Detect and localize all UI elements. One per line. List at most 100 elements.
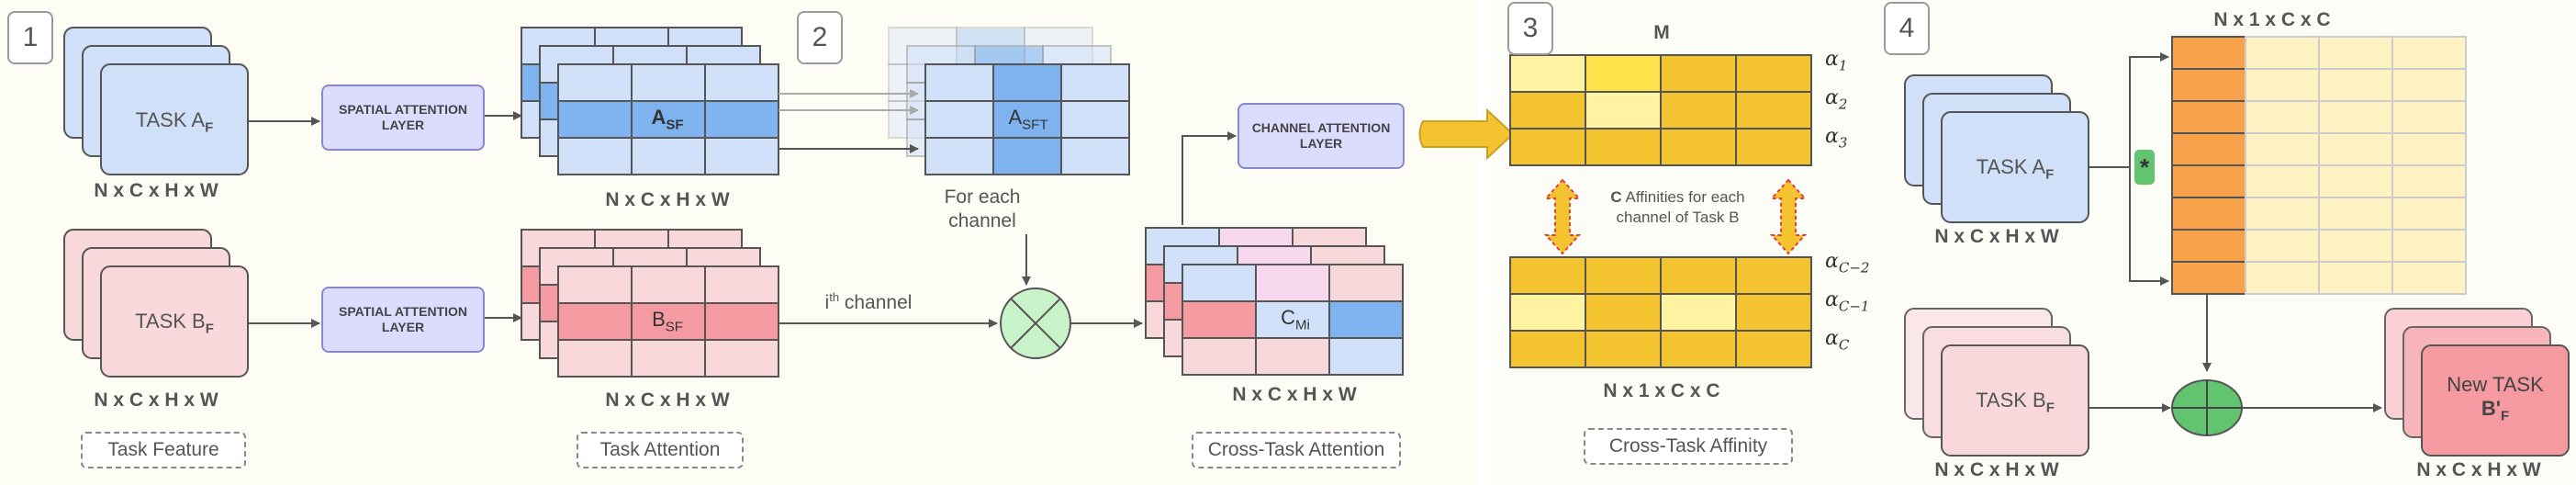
- sum-node: [2171, 379, 2243, 436]
- m-bottom-cell: [1509, 256, 1586, 295]
- task-a-label: TASK AF: [135, 108, 214, 136]
- s4-yellow-cell: [2318, 197, 2393, 231]
- asft-front-cell: [1060, 100, 1130, 139]
- m-top-cell: [1660, 128, 1737, 166]
- s4-yellow-cell: [2318, 132, 2393, 166]
- multiply-node: [1000, 288, 1071, 359]
- s4-orange-cell: [2171, 261, 2246, 295]
- alpha-label: α1: [1825, 48, 1848, 74]
- m-bottom-cell: [1585, 256, 1662, 295]
- m-top-cell: [1660, 54, 1737, 93]
- section-3-pill: Cross-Task Affinity: [1584, 428, 1793, 465]
- dim-label-task-b: N x C x H x W: [94, 389, 218, 411]
- section-number-2: 2: [797, 11, 843, 64]
- section-2-pill: Task Attention: [577, 432, 744, 468]
- s4-yellow-cell: [2391, 36, 2467, 70]
- s4-yellow-cell: [2318, 164, 2393, 198]
- s4-orange-cell: [2171, 36, 2246, 70]
- m-bottom-cell: [1735, 256, 1812, 295]
- m-top-cell: [1509, 91, 1586, 130]
- dim-label-task-a-s4: N x C x H x W: [1934, 226, 2059, 247]
- s4-yellow-cell: [2391, 68, 2467, 102]
- s4-yellow-cell: [2318, 68, 2393, 102]
- arrow-fork-top: [2129, 52, 2169, 167]
- for-each-channel-label: For each channel: [944, 186, 1021, 232]
- dim-label-s4-matrix: N x 1 x C x C: [2213, 9, 2331, 30]
- dim-label-cmi: N x C x H x W: [1232, 384, 1357, 405]
- s4-orange-cell: [2171, 68, 2246, 102]
- s4-yellow-cell: [2391, 261, 2467, 295]
- asf-front-cell: [631, 137, 706, 175]
- task-a-feature-stack: [63, 27, 249, 175]
- task-b-feature-stack: [63, 229, 249, 378]
- arrow-cmi-to-channel-attention: [1182, 131, 1237, 225]
- m-bottom-cell: [1735, 293, 1812, 332]
- s4-yellow-cell: [2318, 36, 2393, 70]
- s4-yellow-cell: [2245, 132, 2320, 166]
- dim-label-new-task: N x C x H x W: [2416, 459, 2541, 480]
- bsf-front-cell: [704, 302, 779, 341]
- m-bottom-cell: [1509, 293, 1586, 332]
- asft-front-cell: [1060, 137, 1130, 175]
- asf-front-cell: [704, 100, 779, 139]
- bsf-front-cell: [704, 265, 779, 304]
- s4-yellow-cell: [2391, 132, 2467, 166]
- m-bottom-cell: [1585, 293, 1662, 332]
- dim-label-asf: N x C x H x W: [605, 189, 730, 210]
- task-b-label-s4: TASK BF: [1976, 389, 2055, 416]
- s4-yellow-cell: [2391, 197, 2467, 231]
- double-arrow-right: [1769, 178, 1808, 255]
- m-bottom-cell: [1660, 330, 1737, 368]
- s4-yellow-cell: [2245, 229, 2320, 263]
- bsf-front-cell: [704, 339, 779, 378]
- s4-yellow-cell: [2245, 68, 2320, 102]
- alpha-label: αC−1: [1825, 288, 1870, 315]
- s4-yellow-cell: [2391, 100, 2467, 134]
- m-top-cell: [1735, 54, 1812, 93]
- s4-yellow-cell: [2245, 197, 2320, 231]
- s4-yellow-cell: [2245, 164, 2320, 198]
- section-4-affinity-matrix: [2171, 36, 2467, 295]
- s4-yellow-cell: [2391, 164, 2467, 198]
- cmi-front-cell: [1255, 264, 1330, 302]
- m-bottom-cell: [1585, 330, 1662, 368]
- affinity-arrow: [1418, 107, 1515, 161]
- s4-orange-cell: [2171, 132, 2246, 166]
- m-bottom-cell: [1660, 256, 1737, 295]
- cmi-front-cell: [1255, 300, 1330, 339]
- task-a-feature-stack-s4: [1904, 74, 2089, 223]
- section-2b-pill: Cross-Task Attention: [1192, 432, 1401, 468]
- bsf-front-cell: [631, 339, 706, 378]
- ith-channel-label: ith channel: [824, 290, 913, 313]
- cmi-front-cell: [1328, 337, 1404, 376]
- spatial-attention-layer-b: SPATIAL ATTENTION LAYER: [321, 287, 485, 353]
- asft-front-cell: [924, 137, 994, 175]
- asf-front-cell: [704, 63, 779, 102]
- s4-yellow-cell: [2318, 261, 2393, 295]
- s4-yellow-cell: [2391, 229, 2467, 263]
- asf-front-cell: [557, 63, 633, 102]
- cmi-grid-stack: [1145, 227, 1404, 376]
- asft-label: ASFT: [1008, 106, 1048, 133]
- cmi-front-cell: [1182, 300, 1257, 339]
- m-top-cell: [1735, 91, 1812, 130]
- m-top-cell: [1660, 91, 1737, 130]
- asf-front-cell: [704, 137, 779, 175]
- task-a-label-s4: TASK AF: [1976, 155, 2055, 183]
- m-bottom-cell: [1660, 293, 1737, 332]
- bsf-front-cell: [557, 302, 633, 341]
- task-b-feature-stack-s4: [1904, 308, 2089, 457]
- asft-front-cell: [992, 100, 1062, 139]
- affinity-matrix-bottom: [1509, 256, 1812, 368]
- s4-yellow-cell: [2245, 261, 2320, 295]
- asft-front-cell: [992, 63, 1062, 102]
- bsf-front-cell: [631, 265, 706, 304]
- asf-front-cell: [557, 137, 633, 175]
- multiply-badge-symbol: *: [2139, 153, 2150, 181]
- s4-yellow-cell: [2318, 100, 2393, 134]
- section-number-3: 3: [1507, 2, 1553, 55]
- multiply-badge: [2134, 150, 2155, 185]
- cmi-front-cell: [1182, 264, 1257, 302]
